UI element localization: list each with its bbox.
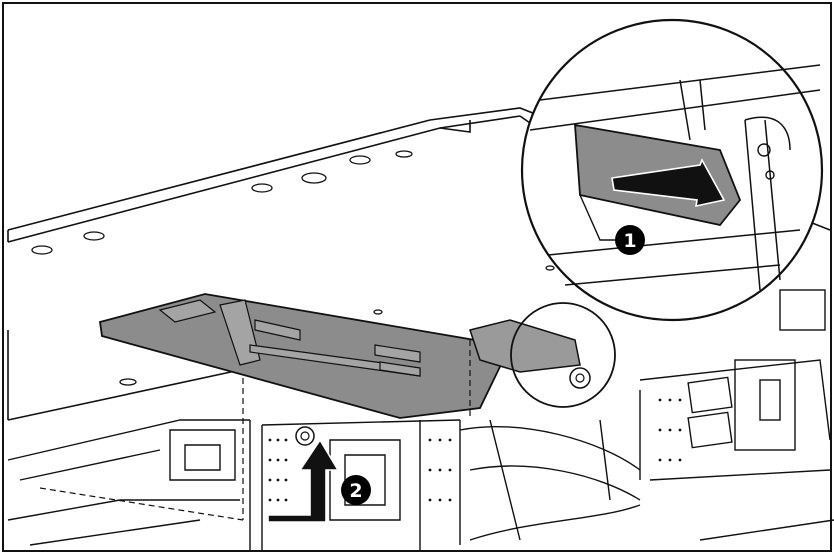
arrow-right-icon <box>611 158 726 208</box>
screw-icon <box>251 183 273 193</box>
screw-icon <box>395 150 413 158</box>
screw-icon <box>301 172 327 184</box>
screw-icon <box>545 265 555 271</box>
release-latch <box>469 319 591 389</box>
screw-icon <box>83 231 105 241</box>
thumbscrew-icon <box>295 426 315 446</box>
detail-callout-small <box>510 302 616 408</box>
numbered-callout-icon: 2 <box>341 475 371 505</box>
connector-ports <box>687 289 826 451</box>
numbered-callout-icon: 1 <box>615 225 645 255</box>
alignment-guides <box>39 340 471 521</box>
screw-icon <box>373 309 383 315</box>
screw-icon <box>31 245 53 255</box>
chassis-interior <box>7 359 834 550</box>
callout-label-2: 2 <box>349 480 362 502</box>
vent-perforations <box>268 398 682 502</box>
screw-icon <box>119 378 137 386</box>
callout-label-1: 1 <box>623 230 636 252</box>
air-baffle-panel <box>98 293 512 419</box>
cover-screws <box>31 150 555 386</box>
arrow-up-icon <box>267 438 340 523</box>
screw-icon <box>349 155 371 165</box>
